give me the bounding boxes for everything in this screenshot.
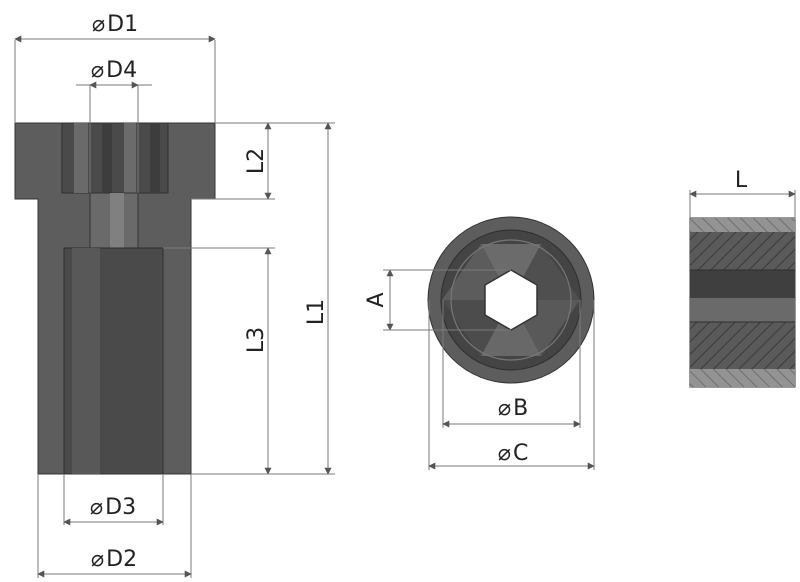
lower-bore-shade [72,248,100,474]
collet-bore-shadow [690,270,795,298]
pocket-facet [102,123,112,193]
label-d3: ⌀D3 [90,495,136,520]
end-view-dimensions [383,269,595,470]
narrow-bore-highlight [110,193,124,249]
collet-upper-hatch [690,232,795,270]
label-d2: ⌀D2 [91,547,137,572]
collet-bottom-band [690,369,795,387]
label-a: A [364,292,389,307]
label-l2: L2 [244,148,269,174]
label-d4: ⌀D4 [91,58,137,83]
pocket-facet [150,123,160,193]
end-view [427,216,595,384]
pocket-facet [74,123,88,193]
label-l1: L1 [304,299,329,325]
collet-dimensions: L [689,168,796,218]
end-view-labels: A ⌀B ⌀C [364,292,528,466]
label-d1: ⌀D1 [92,12,138,37]
collet-section-view [689,217,796,388]
pocket-facet [124,123,136,193]
label-b: ⌀B [498,396,528,421]
side-section-view [14,122,216,475]
collet-top-band [690,218,795,232]
collet-outline [450,239,572,361]
label-l3: L3 [244,327,269,353]
label-c: ⌀C [498,441,529,466]
side-view-dimensions [14,35,335,578]
side-view-labels: ⌀D1 ⌀D4 ⌀D3 ⌀D2 L2 L3 L1 [90,12,329,572]
collet-bore-light [690,298,795,322]
label-l: L [735,168,748,193]
collet-lower-hatch [690,322,795,369]
